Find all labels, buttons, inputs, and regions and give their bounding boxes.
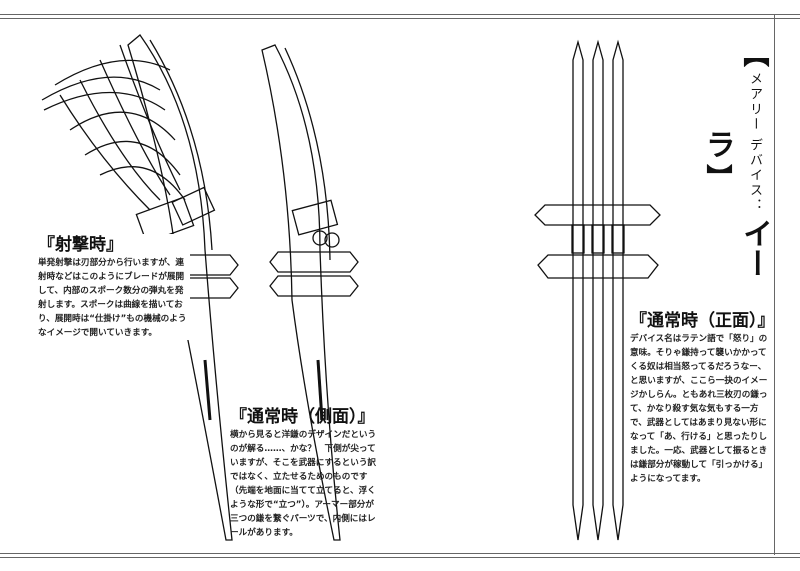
bottom-border-inner bbox=[0, 557, 800, 558]
title-bracket-close: 】 bbox=[702, 164, 732, 191]
right-divider bbox=[774, 15, 775, 555]
top-border bbox=[0, 14, 800, 15]
side-view-note: 『通常時（側面）』 横から見ると洋鎌のデザインだというのが解る……、かな？ 下側… bbox=[230, 406, 378, 540]
scythe-side-view-drawing bbox=[261, 44, 359, 541]
bottom-border bbox=[0, 553, 800, 554]
front-view-note: 『通常時（正面）』 デバイス名はラテン語で「怒り」の意味。そりゃ鎌持って襲いかか… bbox=[630, 310, 775, 486]
front-view-title: 『通常時（正面）』 bbox=[630, 311, 775, 331]
firing-mode-title: 『射撃時』 bbox=[38, 235, 123, 255]
title-subtitle: メアリー デバイス： bbox=[747, 72, 762, 214]
top-border-inner bbox=[0, 18, 800, 19]
device-title: 【 メアリー デバイス： イーラ 】 bbox=[700, 35, 773, 285]
title-bracket-open: 【 bbox=[739, 41, 769, 68]
firing-mode-body: 単発射撃は刃部分から行いますが、連射時などはこのようにブレードが展開して、内部の… bbox=[38, 258, 187, 338]
firing-mode-note: 『射撃時』 単発射撃は刃部分から行いますが、連射時などはこのようにブレードが展開… bbox=[38, 234, 190, 340]
side-view-title: 『通常時（側面）』 bbox=[230, 407, 375, 427]
side-view-body: 横から見ると洋鎌のデザインだというのが解る……、かな？ 下側が尖っていますが、そ… bbox=[230, 430, 377, 538]
title-device-name: イーラ bbox=[700, 129, 772, 279]
scythe-front-view-drawing bbox=[534, 39, 661, 541]
scythe-firing-mode-drawing bbox=[41, 34, 239, 541]
front-view-body: デバイス名はラテン語で「怒り」の意味。そりゃ鎌持って襲いかかってくる奴は相当怒っ… bbox=[630, 334, 768, 484]
